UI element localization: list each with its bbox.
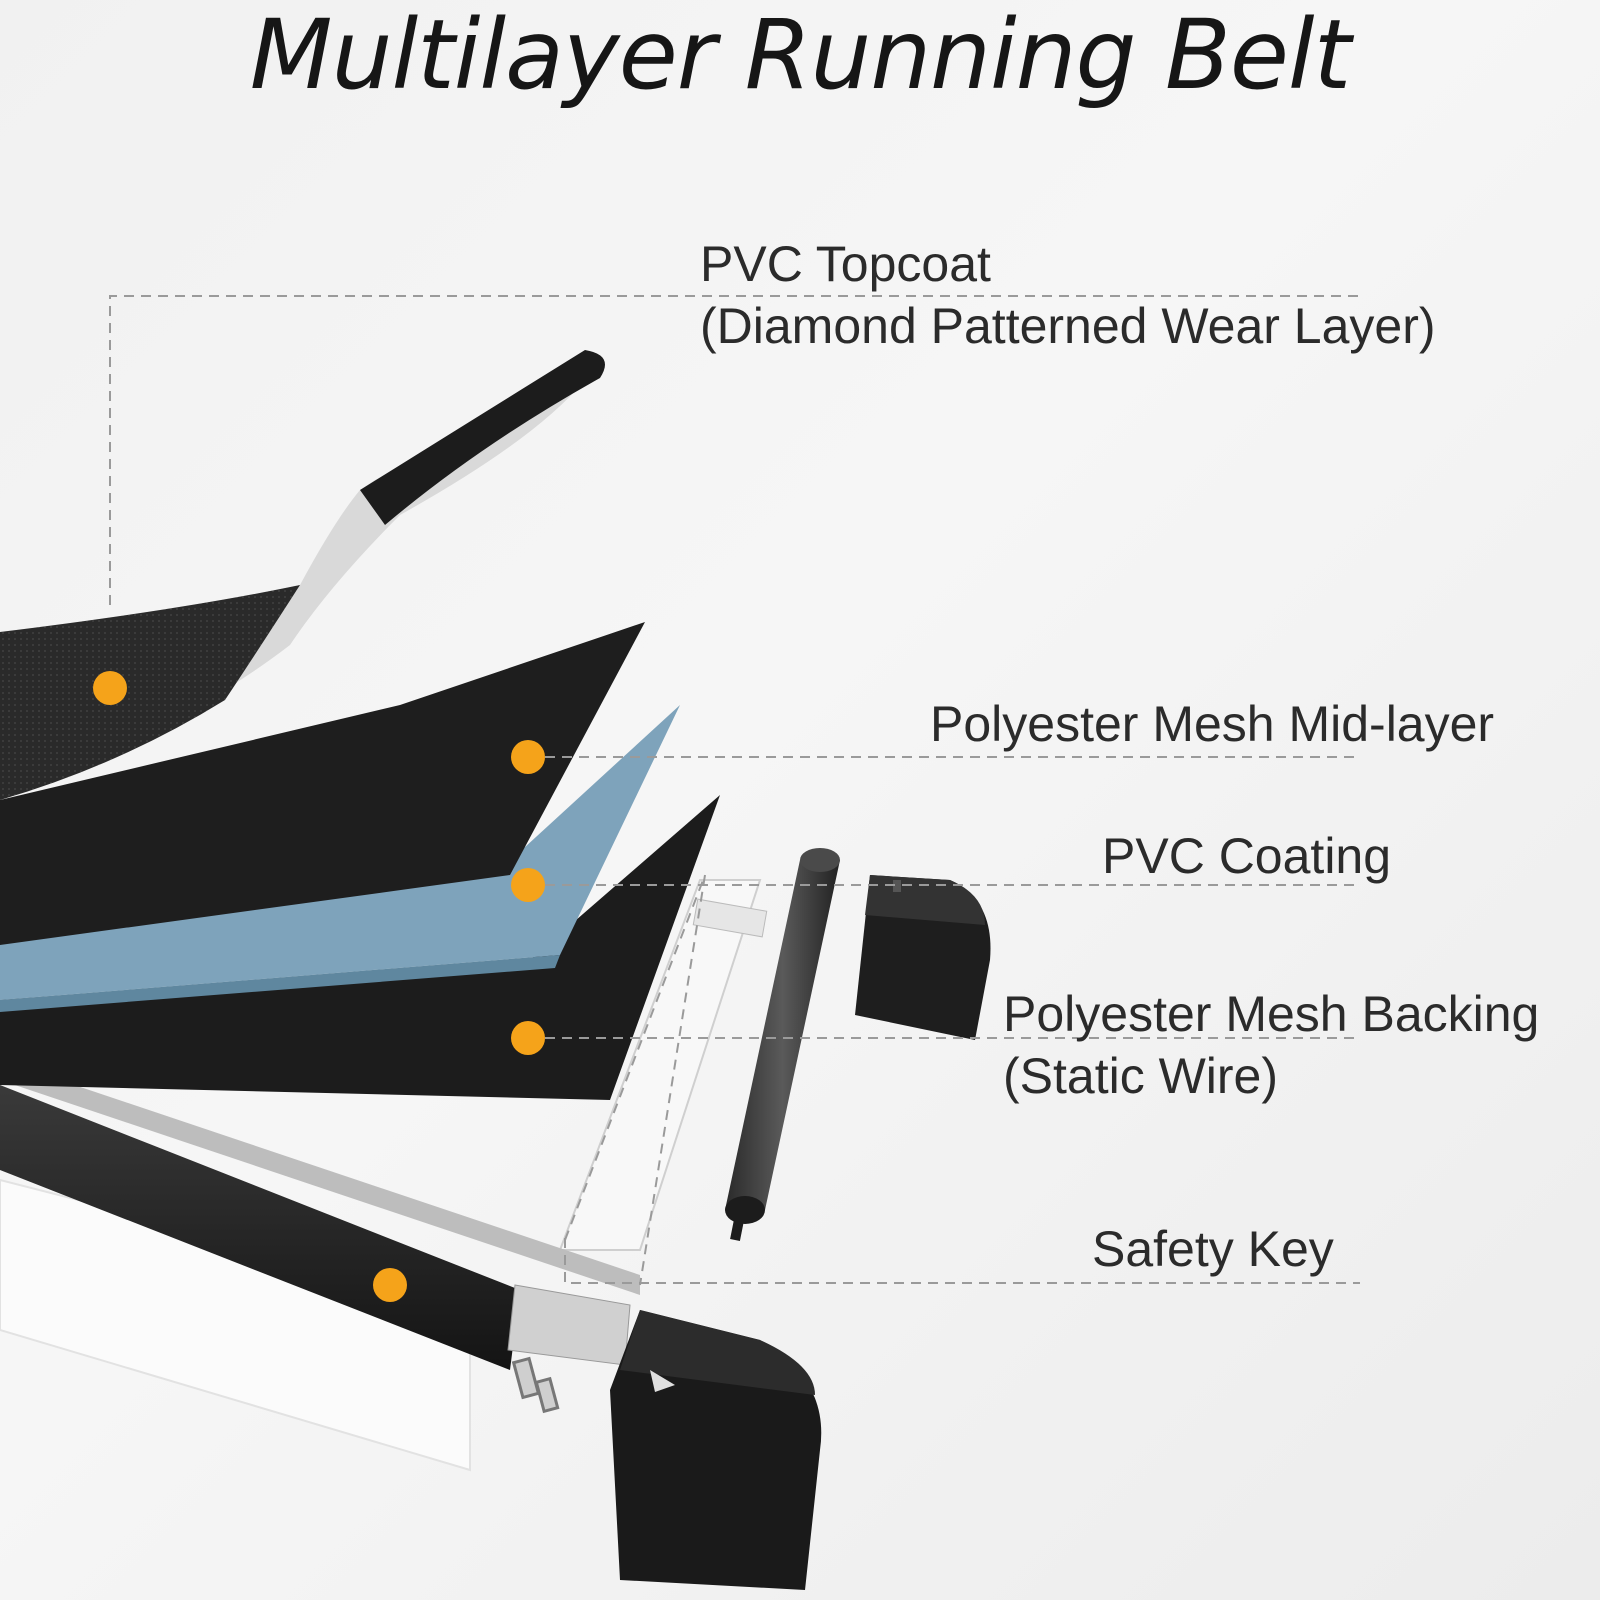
deck-side bbox=[558, 879, 762, 1251]
layer-markers bbox=[93, 671, 545, 1302]
leader-deck-guide-1 bbox=[639, 874, 706, 1286]
label-mesh-backing-line2: (Static Wire) bbox=[1003, 1048, 1278, 1104]
marker-pvc-coating bbox=[511, 868, 545, 902]
lower-end-cap bbox=[610, 1310, 822, 1590]
marker-mesh-backing bbox=[511, 1021, 545, 1055]
upper-end-cap bbox=[855, 875, 991, 1040]
screw-hardware bbox=[511, 1356, 560, 1414]
leader-deck-guide-2 bbox=[564, 874, 706, 1241]
label-mesh-mid-line1: Polyester Mesh Mid-layer bbox=[930, 696, 1495, 752]
label-mesh-mid: Polyester Mesh Mid-layer bbox=[930, 693, 1494, 755]
marker-safety-key bbox=[373, 1268, 407, 1302]
label-pvc-topcoat: PVC Topcoat (Diamond Patterned Wear Laye… bbox=[700, 233, 1436, 357]
rail-metal-block bbox=[507, 1284, 631, 1366]
marker-mesh-mid bbox=[511, 740, 545, 774]
leader-pvc-topcoat bbox=[109, 295, 1360, 605]
label-pvc-topcoat-line1: PVC Topcoat bbox=[700, 236, 991, 292]
label-pvc-coating-line1: PVC Coating bbox=[1102, 828, 1392, 884]
layer-mesh-backing bbox=[0, 795, 720, 1100]
label-mesh-backing-line1: Polyester Mesh Backing bbox=[1003, 986, 1540, 1042]
label-mesh-backing: Polyester Mesh Backing (Static Wire) bbox=[1003, 983, 1539, 1107]
leader-lines bbox=[109, 295, 1360, 1286]
page-title: Multilayer Running Belt bbox=[249, 0, 1351, 111]
label-pvc-topcoat-line2: (Diamond Patterned Wear Layer) bbox=[700, 298, 1436, 354]
layer-pvc-topcoat bbox=[0, 585, 300, 800]
label-pvc-coating: PVC Coating bbox=[1102, 825, 1391, 887]
front-roller bbox=[692, 848, 840, 1241]
marker-pvc-topcoat bbox=[93, 671, 127, 705]
label-safety-key: Safety Key bbox=[1092, 1218, 1334, 1280]
layer-pvc-coating bbox=[0, 705, 680, 1000]
layer-mesh-mid bbox=[0, 622, 645, 945]
rail-metal-strip bbox=[0, 1060, 640, 1295]
layer-pvc-topcoat-tip bbox=[360, 350, 605, 525]
label-safety-key-line1: Safety Key bbox=[1092, 1221, 1334, 1277]
layer-pvc-coating-edge bbox=[0, 955, 560, 1012]
